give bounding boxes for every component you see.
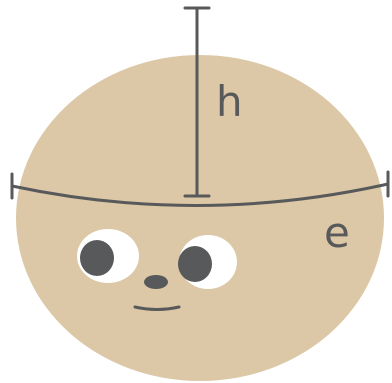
curve-label: e — [324, 208, 350, 257]
right-eye-pupil — [178, 246, 212, 282]
height-label: h — [216, 77, 243, 126]
nose — [144, 275, 168, 289]
left-eye-pupil — [80, 240, 114, 276]
left-eye — [77, 229, 139, 283]
